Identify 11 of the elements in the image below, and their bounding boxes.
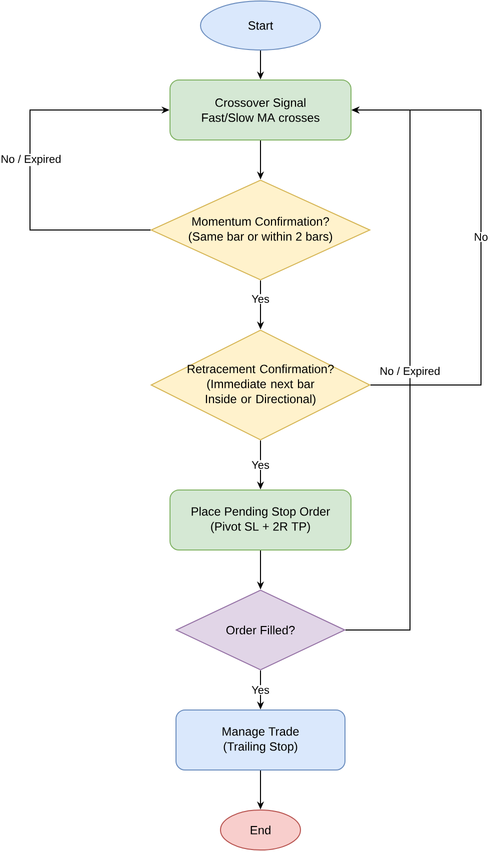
edge-label: Yes	[250, 460, 270, 470]
process-box: Place Pending Stop Order (Pivot SL + 2R TP)	[170, 490, 352, 550]
edge-label: No / Expired	[0, 154, 62, 166]
process-box: Manage Trade (Trailing Stop)	[176, 710, 346, 770]
edge-label: Yes	[250, 294, 270, 304]
terminal-oval: Start	[200, 0, 321, 51]
terminal-oval: End	[220, 810, 301, 850]
edge-label: No	[472, 232, 490, 242]
process-box: Crossover Signal Fast/Slow MA crosses	[170, 80, 352, 140]
edge-label: No / Expired	[378, 366, 442, 378]
edge-label: Yes	[250, 685, 270, 695]
